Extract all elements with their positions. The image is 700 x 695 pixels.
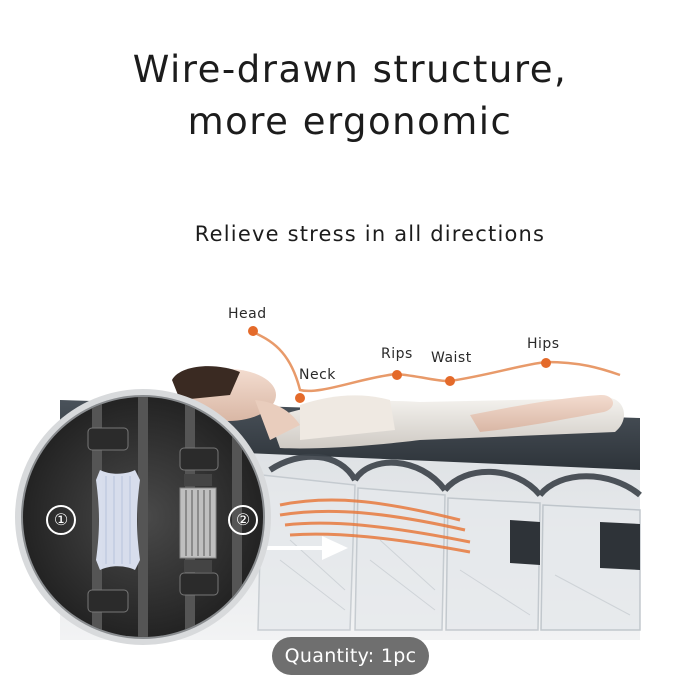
point-waist [445,376,455,386]
label-neck: Neck [299,367,336,383]
label-waist: Waist [431,350,472,366]
headline-line-2: more ergonomic [187,100,513,143]
label-rips: Rips [381,346,413,362]
contour-points [248,326,551,403]
point-rips [392,370,402,380]
point-hips [541,358,551,368]
structure-inset [15,389,271,645]
pressure-waves [279,498,471,554]
arrow-icon [322,536,348,560]
label-head: Head [228,306,267,322]
point-neck [295,393,305,403]
marker-1: ① [46,505,76,535]
headline-line-1: Wire-drawn structure, [132,48,568,91]
point-head [248,326,258,336]
label-hips: Hips [527,336,560,352]
quantity-badge: Quantity: 1pc [272,637,429,675]
person-lying [172,366,625,449]
marker-2: ② [228,505,258,535]
headline: Wire-drawn structure, more ergonomic [0,44,700,148]
subheadline: Relieve stress in all directions [194,222,546,246]
